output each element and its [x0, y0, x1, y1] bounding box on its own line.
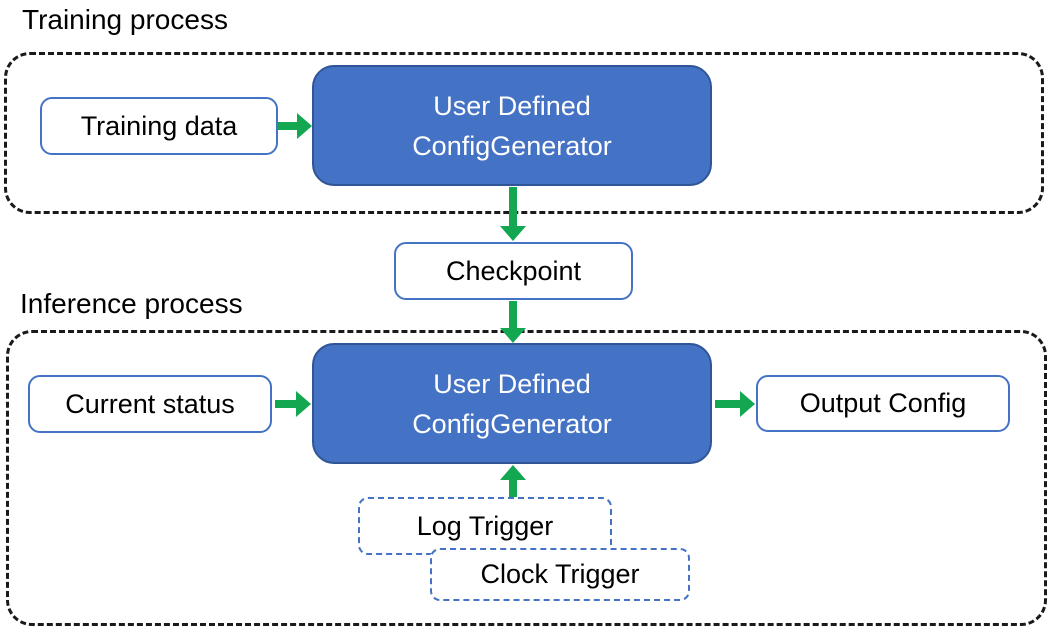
arrow-shaft	[509, 301, 517, 328]
arrow-head-icon	[296, 391, 311, 417]
arrow-shaft	[509, 187, 517, 226]
config-generator-inference-line1: User Defined	[433, 368, 591, 399]
clock-trigger-node: Clock Trigger	[430, 548, 690, 601]
output-config-node: Output Config	[756, 375, 1010, 432]
training-process-label: Training process	[22, 4, 228, 35]
training-data-label: Training data	[80, 110, 238, 141]
output-config-label: Output Config	[799, 388, 967, 418]
arrow-head-icon	[500, 465, 526, 480]
arrow-shaft	[275, 400, 296, 408]
arrow-current-status-to-generator	[275, 391, 311, 417]
config-generator-inference-node: User Defined ConfigGenerator	[312, 343, 712, 464]
config-generator-training-line2: ConfigGenerator	[412, 130, 612, 161]
log-trigger-node: Log Trigger	[358, 497, 612, 555]
arrow-triggers-to-generator	[500, 465, 526, 497]
training-data-node: Training data	[40, 97, 278, 155]
checkpoint-label: Checkpoint	[445, 255, 582, 286]
arrow-training-data-to-generator	[278, 113, 312, 139]
inference-process-container	[6, 330, 1047, 626]
checkpoint-node: Checkpoint	[394, 242, 633, 300]
arrow-head-icon	[740, 391, 755, 417]
arrow-shaft	[715, 400, 740, 408]
training-process-container	[4, 52, 1044, 214]
arrow-head-icon	[297, 113, 312, 139]
clock-trigger-label: Clock Trigger	[480, 559, 640, 589]
current-status-label: Current status	[65, 388, 235, 419]
arrow-checkpoint-to-generator	[500, 301, 526, 343]
arrow-shaft	[278, 122, 297, 130]
arrow-generator-to-checkpoint	[500, 187, 526, 241]
log-trigger-label: Log Trigger	[416, 510, 554, 541]
inference-process-label: Inference process	[20, 288, 243, 319]
arrow-head-icon	[500, 226, 526, 241]
config-generator-training-node: User Defined ConfigGenerator	[312, 65, 712, 186]
current-status-node: Current status	[28, 375, 272, 433]
arrow-shaft	[509, 480, 517, 497]
config-generator-training-line1: User Defined	[433, 90, 591, 121]
config-generator-inference-line2: ConfigGenerator	[412, 408, 612, 439]
arrow-head-icon	[500, 328, 526, 343]
arrow-generator-to-output-config	[715, 391, 755, 417]
